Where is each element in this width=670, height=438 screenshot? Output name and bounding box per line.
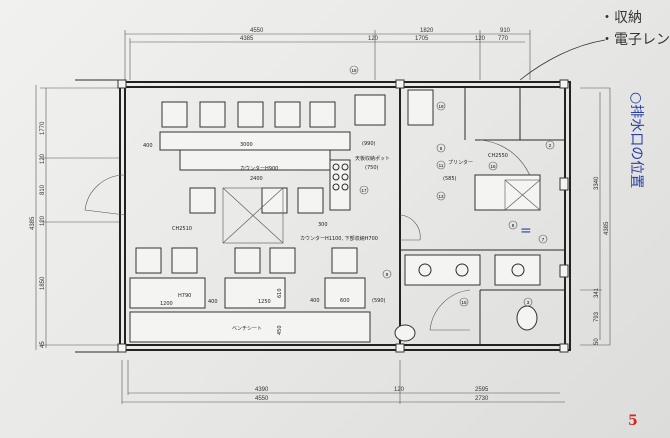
label: 2400 — [250, 176, 263, 182]
marker: 13 — [438, 194, 444, 199]
left-dim: 45 — [40, 341, 46, 348]
red-mark: 5 — [628, 413, 638, 429]
label: 3000 — [240, 142, 253, 148]
left-dim: 1850 — [40, 276, 46, 290]
right-dim: 341 — [594, 287, 600, 298]
marker: 19 — [438, 104, 444, 109]
left-dim: 810 — [40, 184, 46, 195]
note-microwave: ・電子レンジ — [600, 32, 670, 48]
top-dimension-lines: 4550 1820 910 4385 120 1705 120 770 — [124, 28, 531, 80]
columns — [117, 79, 569, 353]
bottom-dim: 120 — [394, 387, 405, 393]
label: 610 — [277, 288, 283, 298]
marker: 15 — [461, 300, 467, 305]
marker: 9 — [386, 272, 389, 277]
label: (590) — [372, 298, 385, 304]
label: (585) — [443, 176, 456, 182]
left-dim: 1770 — [40, 121, 46, 135]
label: (990) — [362, 141, 375, 147]
label: 400 — [310, 298, 320, 304]
marker: 11 — [439, 163, 444, 168]
right-dim: 50 — [594, 338, 600, 345]
walls — [75, 79, 571, 353]
top-dim: 1705 — [415, 36, 429, 42]
right-dim: 3340 — [594, 176, 600, 190]
label: 400 — [208, 299, 218, 305]
marker: 8 — [512, 223, 515, 228]
label: プリンター — [448, 159, 473, 166]
left-dim: 120 — [40, 215, 46, 226]
marker: 2 — [549, 143, 552, 148]
label: 600 — [340, 298, 350, 304]
top-dim: 120 — [475, 36, 486, 42]
top-dim: 4385 — [240, 36, 254, 42]
label: 300 — [318, 222, 328, 228]
top-dim: 1820 — [420, 28, 434, 34]
marker: 17 — [361, 188, 367, 193]
note-drain-location: ○排水口の位置 — [628, 92, 644, 188]
doors — [84, 139, 536, 331]
equipment-markers: 18 5 11 13 17 19 2 16 8 9 7 3 15 — [349, 65, 555, 307]
right-dimension-lines: 3340 341 793 50 4385 — [580, 87, 611, 346]
right-total-dim: 4385 — [604, 221, 610, 235]
label: CH2550 — [488, 153, 508, 159]
label: 450 — [277, 325, 283, 335]
left-dimension-lines: 1770 120 810 120 1850 45 4385 — [30, 85, 120, 350]
left-dim: 120 — [40, 153, 46, 164]
marker: 18 — [351, 68, 357, 73]
right-dim: 793 — [594, 311, 600, 322]
top-dim: 120 — [368, 36, 379, 42]
top-dim: 910 — [500, 28, 511, 34]
top-dim: 770 — [498, 36, 509, 42]
bottom-dim: 2595 — [475, 387, 489, 393]
label: CH2510 — [172, 226, 192, 232]
top-dim: 4550 — [250, 28, 264, 34]
bottom-dim: 2730 — [475, 396, 489, 402]
label: カウンターH1100, 下部収納H700 — [300, 235, 378, 242]
handwritten-notes: ・収納 ・電子レンジ ○排水口の位置 = 5 — [519, 10, 670, 429]
interior-labels: 400 3000 (990) カウンターH900 2400 (750) 天板収納… — [143, 141, 508, 335]
label: (750) — [365, 165, 378, 171]
label: H790 — [178, 293, 191, 299]
marker: 7 — [542, 237, 545, 242]
marker: 16 — [490, 164, 496, 169]
bottom-dim: 4390 — [255, 387, 269, 393]
left-total-dim: 4385 — [30, 216, 36, 230]
bottom-dimension-lines: 4390 120 2595 4550 2730 — [121, 360, 565, 404]
bottom-dim: 4550 — [255, 396, 269, 402]
void-area — [222, 179, 541, 244]
label: 400 — [143, 143, 153, 149]
label: ベンチシート — [232, 326, 262, 332]
marker: 5 — [440, 146, 443, 151]
blue-pen-scribble: = — [520, 223, 532, 239]
label: カウンターH900 — [240, 165, 278, 172]
label: 天板収納ポット — [355, 155, 390, 162]
chairs — [129, 101, 366, 309]
note-storage: ・収納 — [600, 10, 642, 26]
label: 1250 — [258, 299, 271, 305]
marker: 3 — [527, 300, 530, 305]
label: 1200 — [160, 301, 173, 307]
